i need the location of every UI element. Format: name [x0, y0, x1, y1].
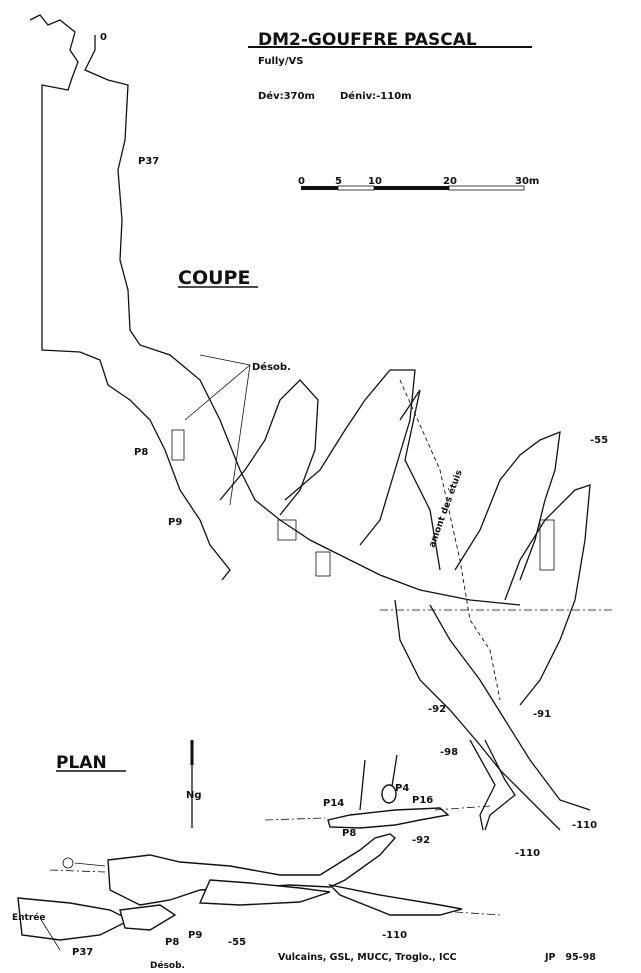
- plan-label: P37: [72, 947, 93, 958]
- plan-label: Désob.: [150, 960, 185, 971]
- section-title: COUPE: [178, 267, 250, 289]
- plan-label: P9: [188, 930, 202, 941]
- scale-tick: 20: [443, 176, 457, 187]
- plan-label: -110: [515, 848, 540, 859]
- plan-label: P8: [165, 937, 179, 948]
- section-label: -92: [428, 704, 446, 715]
- location: Fully/VS: [258, 56, 303, 67]
- section-label: -55: [590, 435, 608, 446]
- section-label: -91: [533, 709, 551, 720]
- section-label: amont des étuis: [426, 468, 464, 549]
- plan-label: -55: [228, 937, 246, 948]
- credits: Vulcains, GSL, MUCC, Troglo., ICC: [278, 952, 457, 963]
- plan-label: -92: [412, 835, 430, 846]
- plan-label: P4: [395, 783, 409, 794]
- plan-label: -110: [382, 930, 407, 941]
- section-label: P8: [134, 447, 148, 458]
- section-drawing: [29, 14, 615, 831]
- plan-label: P8: [342, 828, 356, 839]
- scale-tick: 0: [298, 176, 305, 187]
- author-date: JP 95-98: [544, 952, 596, 963]
- north-label: Ng: [186, 790, 202, 801]
- plan-drawing: [17, 739, 516, 951]
- section-label: Désob.: [252, 361, 291, 373]
- plan-label: P14: [323, 798, 344, 809]
- scale-tick: 30m: [515, 176, 539, 187]
- section-label: P37: [138, 156, 159, 167]
- scale-tick: 5: [335, 176, 342, 187]
- development: Dév:370m: [258, 90, 315, 102]
- section-label: P9: [168, 517, 182, 528]
- section-label: -110: [572, 820, 597, 831]
- plan-title: PLAN: [56, 753, 107, 773]
- section-label: -98: [440, 747, 458, 758]
- section-label: 0: [100, 32, 107, 43]
- scale-tick: 10: [368, 176, 382, 187]
- scale-bar: 0 5 10 20 30m: [298, 176, 539, 191]
- map-title: DM2-GOUFFRE PASCAL: [258, 30, 477, 50]
- plan-label: P16: [412, 795, 433, 806]
- plan-label: Entrée: [12, 912, 46, 923]
- depth: Déniv:-110m: [340, 90, 412, 102]
